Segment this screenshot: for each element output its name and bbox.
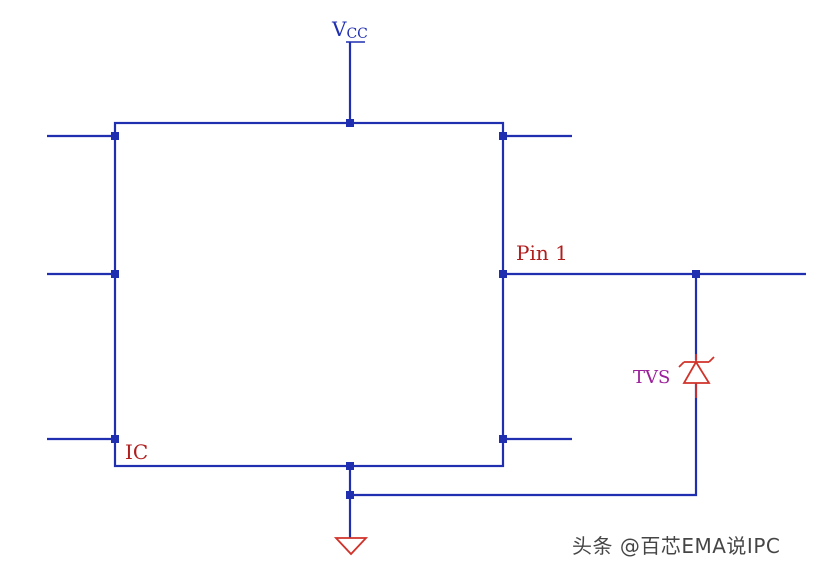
- tvs-bar-wing-right: [708, 356, 715, 363]
- node-vcc: [346, 119, 354, 127]
- node-right-top: [499, 132, 507, 140]
- junction-nodes: [111, 119, 700, 499]
- vcc-label-subscript: CC: [346, 26, 367, 42]
- ic-label: IC: [125, 440, 148, 464]
- tvs-diode: [678, 354, 715, 398]
- node-ground-return: [346, 491, 354, 499]
- tvs-label: TVS: [633, 367, 670, 388]
- tvs-return-wire: [350, 383, 698, 497]
- tvs-triangle: [682, 360, 711, 384]
- ic-body: [113, 121, 505, 468]
- ground-symbol: [333, 537, 369, 556]
- node-tvs-top: [692, 270, 700, 278]
- node-right-bottom: [499, 435, 507, 443]
- vcc-label: VCC: [331, 17, 368, 42]
- node-ground-top: [346, 462, 354, 470]
- watermark: 头条 @百芯EMA说IPC: [572, 534, 781, 558]
- tvs-bar-wing-left: [678, 361, 685, 368]
- vcc-label-main: V: [331, 17, 347, 41]
- node-left-top: [111, 132, 119, 140]
- pin1-label: Pin 1: [516, 241, 568, 265]
- node-pin1: [499, 270, 507, 278]
- node-left-bottom: [111, 435, 119, 443]
- node-left-middle: [111, 270, 119, 278]
